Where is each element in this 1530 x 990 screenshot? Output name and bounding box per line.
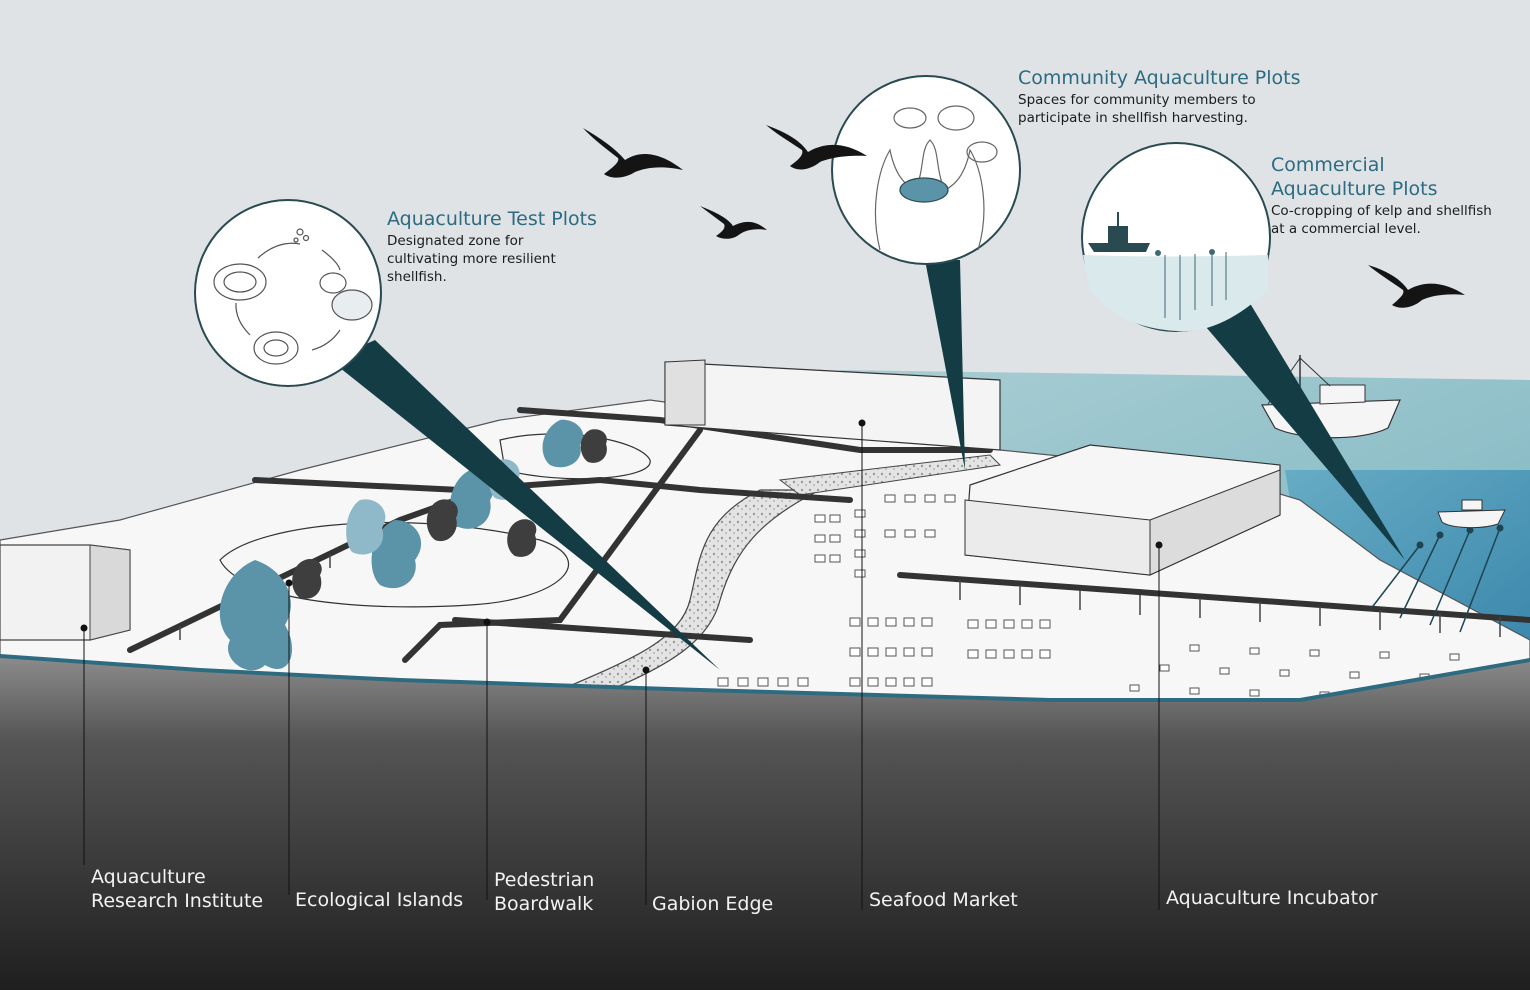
community-plots-circle bbox=[831, 75, 1021, 265]
test-plots-description: Designated zone for cultivating more res… bbox=[387, 233, 556, 285]
kelp-buoys bbox=[1416, 524, 1504, 549]
shellfish-cycle-icon bbox=[213, 228, 373, 365]
seagull-3 bbox=[700, 206, 767, 239]
community-plots-title: Community Aquaculture Plots bbox=[1018, 67, 1301, 89]
test-plots-circle bbox=[194, 199, 382, 387]
label-gabion-edge: Gabion Edge bbox=[652, 893, 774, 915]
test-plots-title: Aquaculture Test Plots bbox=[387, 208, 597, 230]
island-outline-1 bbox=[219, 522, 570, 608]
label-research-institute: Aquaculture Research Institute bbox=[91, 866, 264, 912]
ground-edge-line bbox=[0, 654, 1530, 702]
seafood-market-building bbox=[664, 359, 1001, 451]
hands-shellfish-icon bbox=[874, 105, 998, 251]
test-plots-pointer bbox=[330, 340, 720, 670]
kelp-lines bbox=[1369, 527, 1501, 633]
leader-dots bbox=[80, 419, 1163, 674]
leader-lines bbox=[83, 423, 1160, 910]
label-aquaculture-incubator: Aquaculture Incubator bbox=[1166, 887, 1378, 909]
community-plots-description: Spaces for community members to particip… bbox=[1018, 92, 1256, 126]
label-seafood-market: Seafood Market bbox=[869, 889, 1018, 911]
gabion-path-2 bbox=[778, 454, 1002, 496]
seagull-4 bbox=[1368, 265, 1465, 308]
commercial-plots-description: Co-cropping of kelp and shellfish at a c… bbox=[1271, 203, 1492, 237]
seagull-2 bbox=[766, 125, 867, 170]
label-pedestrian-boardwalk: Pedestrian Boardwalk bbox=[494, 869, 595, 915]
seagulls bbox=[583, 125, 1465, 308]
commercial-plots-title: Commercial Aquaculture Plots bbox=[1271, 154, 1438, 200]
market-stalls bbox=[717, 494, 1051, 687]
seagull-1 bbox=[583, 128, 683, 178]
fishing-boat-small bbox=[1437, 499, 1506, 529]
kelp-farm-icon bbox=[1083, 212, 1268, 332]
community-plots-pointer bbox=[925, 260, 965, 470]
research-institute-building bbox=[0, 544, 131, 641]
ground-section bbox=[0, 656, 1530, 990]
label-ecological-islands: Ecological Islands bbox=[295, 889, 464, 911]
commercial-plots-pointer bbox=[1200, 295, 1405, 560]
aquaculture-incubator-building bbox=[964, 444, 1281, 576]
